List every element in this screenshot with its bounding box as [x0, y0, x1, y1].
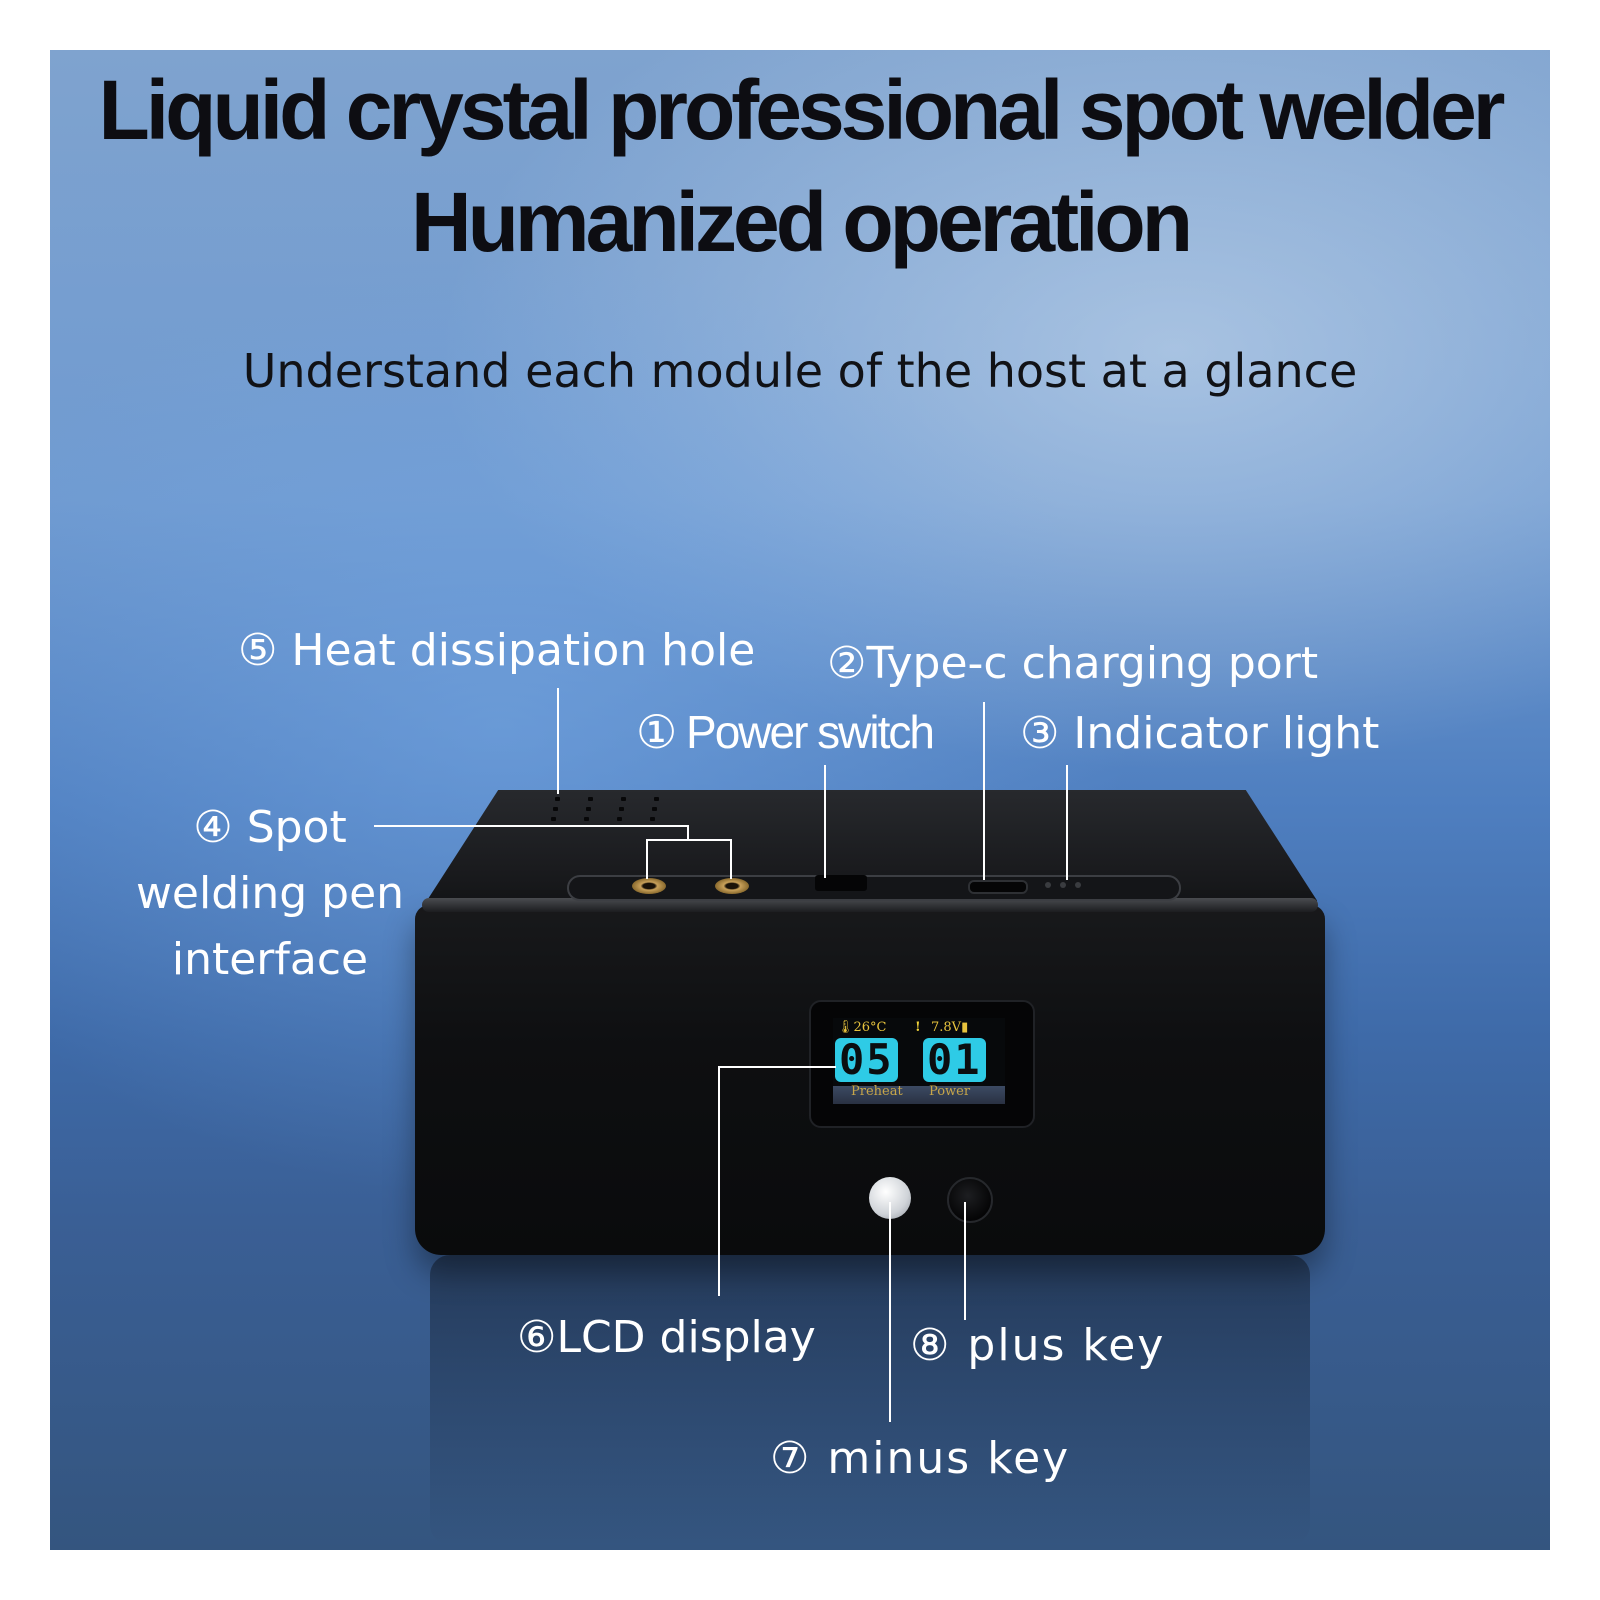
callout-line-pen-horizontal	[374, 825, 688, 827]
product-banner: Liquid crystal professional spot welder …	[50, 50, 1550, 1550]
indicator-light-3	[1075, 882, 1081, 888]
label-indicator: ③ Indicator light	[1020, 708, 1380, 759]
main-title-line-1: Liquid crystal professional spot welder	[98, 63, 1505, 157]
top-control-groove	[567, 875, 1181, 901]
device-reflection	[430, 1255, 1310, 1545]
callout-line-lcd-vertical	[718, 1066, 720, 1296]
label-plus-key: ⑧ plus key	[910, 1320, 1166, 1371]
label-power-switch: ① Power switch	[636, 706, 935, 758]
lcd-voltage: 7.8V▮	[931, 1020, 969, 1035]
spot-pen-port-right[interactable]	[715, 878, 749, 894]
label-minus-key: ⑦ minus key	[770, 1433, 1071, 1484]
callout-line-pen-bracket	[646, 839, 732, 841]
lcd-temperature: 🌡26°C	[837, 1020, 887, 1035]
callout-line-heat	[557, 688, 559, 794]
label-lcd: ⑥LCD display	[517, 1312, 816, 1363]
lcd-preheat-label: Preheat	[851, 1084, 903, 1099]
device-rim	[422, 898, 1318, 912]
lcd-power-label: Power	[929, 1084, 971, 1099]
lcd-preheat-value: 05	[835, 1038, 898, 1082]
label-type-c: ②Type-c charging port	[827, 638, 1319, 689]
callout-line-pen-left	[646, 839, 648, 879]
callout-line-minus	[889, 1202, 891, 1422]
callout-line-pen-right	[730, 839, 732, 879]
callout-line-power	[824, 765, 826, 878]
callout-line-type-c	[983, 702, 985, 880]
indicator-light-2	[1060, 882, 1066, 888]
main-title-line-2: Humanized operation	[410, 175, 1193, 269]
power-switch[interactable]	[815, 875, 867, 891]
callout-line-lcd-horizontal	[718, 1066, 836, 1068]
callout-line-plus	[964, 1202, 966, 1320]
label-spot-pen: ④ Spot welding pen interface	[135, 802, 405, 985]
indicator-light-1	[1045, 882, 1051, 888]
callout-line-pen-stem	[687, 825, 689, 839]
lcd-footer-bar	[833, 1086, 1005, 1104]
type-c-port[interactable]	[968, 880, 1028, 894]
subtitle: Understand each module of the host at a …	[242, 344, 1358, 398]
warning-icon: !	[915, 1020, 921, 1035]
spot-pen-port-left[interactable]	[632, 878, 666, 894]
plus-key[interactable]	[947, 1177, 993, 1223]
callout-line-indicator	[1066, 765, 1068, 880]
label-heat-dissipation: ⑤ Heat dissipation hole	[238, 625, 756, 676]
lcd-power-value: 01	[923, 1038, 986, 1082]
lcd-display: 🌡26°C ! 7.8V▮ 05 01 Preheat Power	[833, 1018, 1005, 1104]
